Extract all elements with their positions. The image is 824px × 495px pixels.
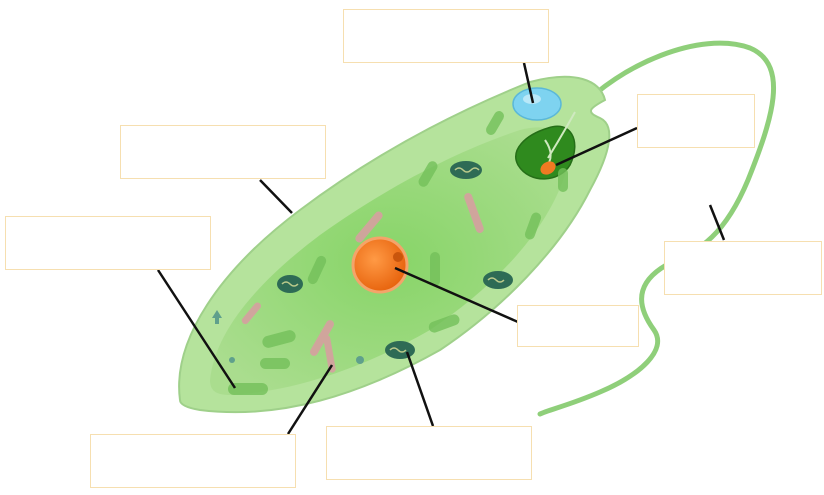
label-box-upper-left[interactable]: [120, 125, 326, 179]
nucleus: [353, 238, 407, 292]
label-box-right[interactable]: [664, 241, 822, 295]
label-box-bottom-left[interactable]: [90, 434, 296, 488]
nucleolus: [393, 252, 403, 262]
chloroplast: [483, 271, 513, 289]
leader-line-upper-left: [260, 180, 292, 213]
chloroplast: [450, 161, 482, 179]
leader-line-bottom-center: [407, 352, 433, 426]
label-box-left[interactable]: [5, 216, 211, 270]
label-box-top[interactable]: [343, 9, 549, 63]
label-box-upper-right[interactable]: [637, 94, 755, 148]
label-box-bottom-center[interactable]: [326, 426, 532, 480]
label-box-center-right[interactable]: [517, 305, 639, 347]
chloroplast: [385, 341, 415, 359]
contractile-vacuole: [513, 88, 561, 120]
